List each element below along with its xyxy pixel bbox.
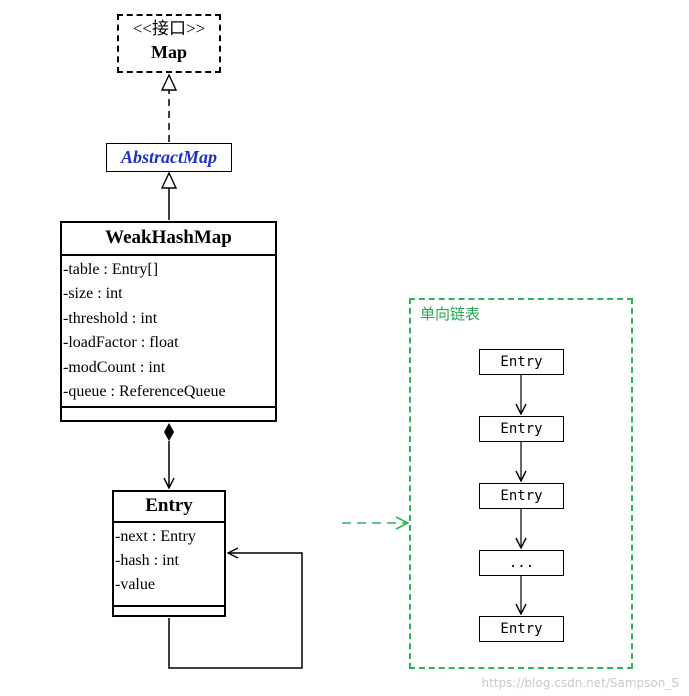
list-node: Entry [479,416,564,442]
linked-list-label: 单向链表 [420,305,481,323]
interface-stereotype: <<接口>> [132,19,206,38]
map-interface-box: <<接口>> Map [117,14,221,73]
watermark: https://blog.csdn.net/Sampson_S [481,676,679,690]
weak-hash-map-class: WeakHashMap -table : Entry[] -size : int… [60,221,277,422]
list-node: Entry [479,349,564,375]
linked-list-group [409,298,633,669]
list-node: Entry [479,483,564,509]
attribute: -size : int [63,285,123,303]
attribute: -modCount : int [63,358,166,376]
realization-arrowhead [160,73,178,91]
composition-diamond [164,423,174,441]
list-node: Entry [479,616,564,642]
attribute: -table : Entry[] [63,261,159,278]
attribute: -value [115,576,155,593]
class-attributes: -table : Entry[] -size : int -threshold … [62,256,275,408]
attribute: -hash : int [115,552,179,569]
class-title: WeakHashMap [62,223,275,256]
class-title: Entry [114,492,224,523]
list-node: ... [479,550,564,576]
attribute: -loadFactor : float [63,334,179,352]
attribute: -threshold : int [63,309,158,327]
abstract-map-box: AbstractMap [106,143,232,172]
attribute: -queue : ReferenceQueue [63,383,226,401]
generalization-arrowhead [160,171,178,189]
interface-name: Map [151,42,187,62]
attribute: -next : Entry [115,528,196,545]
class-attributes: -next : Entry -hash : int -value [114,523,224,607]
self-association-line [168,553,303,669]
entry-class: Entry -next : Entry -hash : int -value [112,490,226,617]
